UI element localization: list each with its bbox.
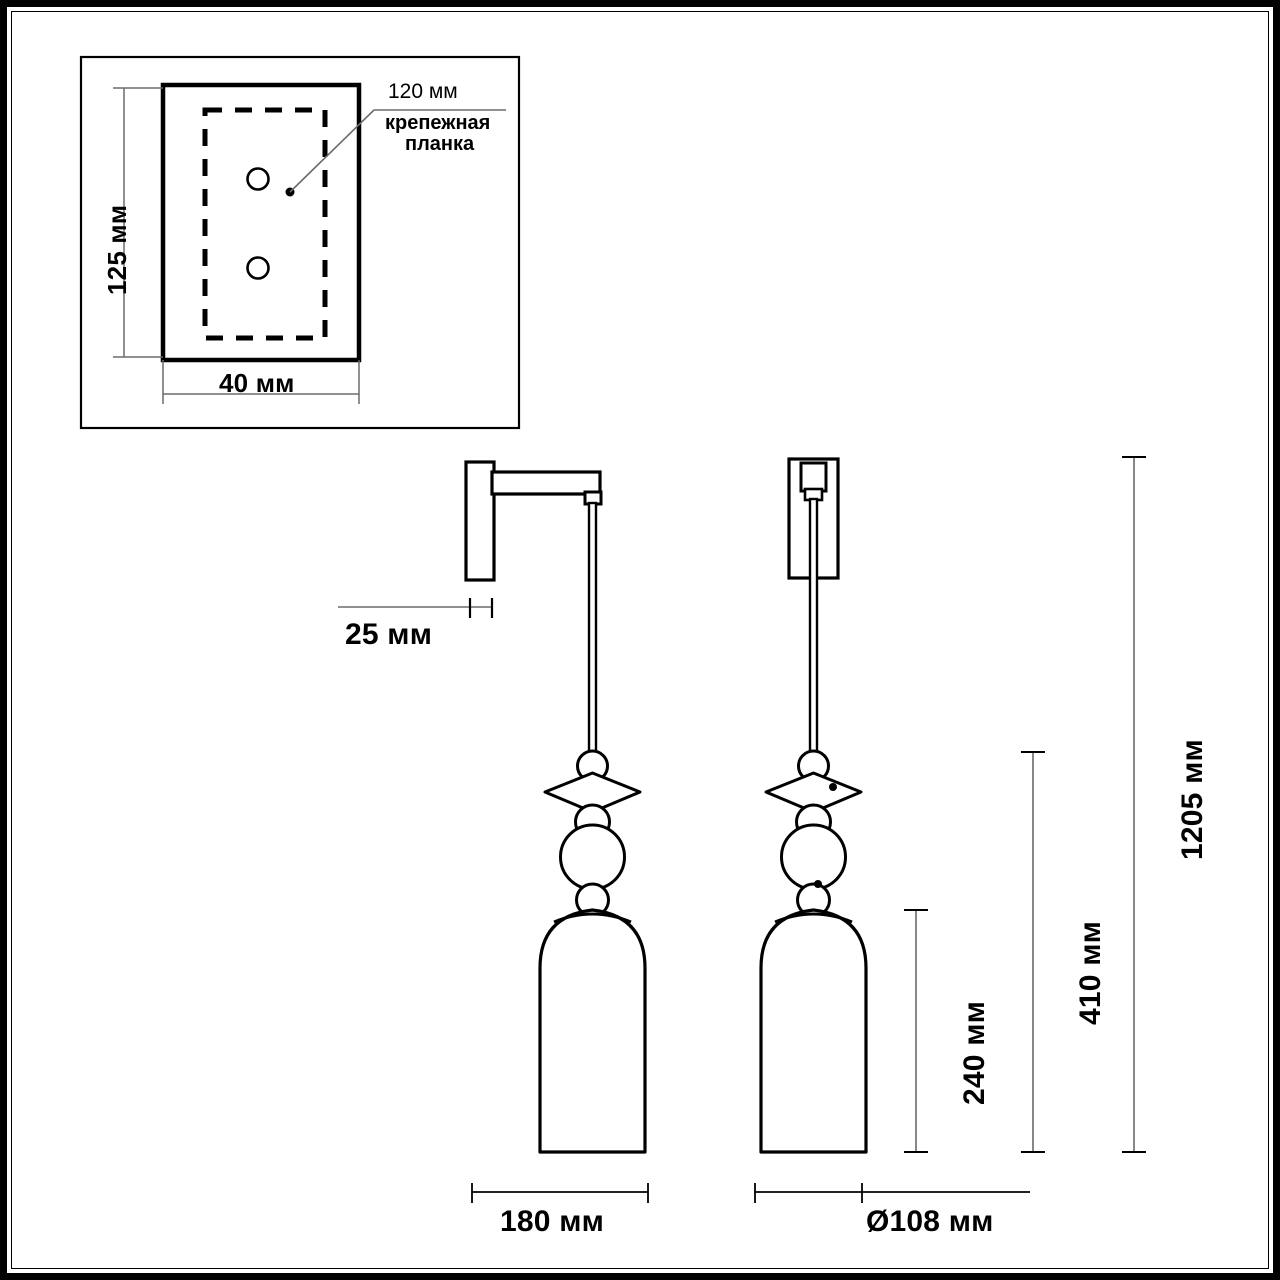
front-view-group xyxy=(754,457,1030,1203)
front-view-suspension-rod xyxy=(808,497,819,763)
side-view-shade-collar xyxy=(553,912,632,924)
side-view-shade xyxy=(538,908,647,1154)
dim-label-240: 240 мм xyxy=(958,1001,991,1105)
vertical-dimensions-group xyxy=(904,456,1146,1153)
front-view-bead-large xyxy=(780,823,847,891)
front-view-shade xyxy=(759,908,868,1154)
detail-panel-box xyxy=(79,55,521,430)
front-view-shade-collar xyxy=(774,912,853,924)
side-view-wall-plate xyxy=(464,460,496,582)
side-view-arm xyxy=(490,470,602,496)
front-view-anchor-dot-lower xyxy=(814,880,822,888)
front-view-anchor-dot-upper xyxy=(829,783,837,791)
dim-label-108: Ø108 мм xyxy=(866,1205,994,1238)
dim-label-1205: 1205 мм xyxy=(1176,739,1209,860)
mounting-plate-detail-group xyxy=(79,55,521,430)
callout-label-line2: планка xyxy=(405,133,475,155)
dim-label-40: 40 мм xyxy=(219,368,295,398)
callout-dimension-120: 120 мм xyxy=(388,80,458,103)
side-view-group xyxy=(338,460,649,1203)
dim-label-180: 180 мм xyxy=(500,1205,604,1238)
mounting-hole-lower xyxy=(246,256,270,280)
mounting-plate-dashed-rect xyxy=(202,107,328,341)
side-view-suspension-rod xyxy=(587,501,598,763)
inner-border xyxy=(11,11,1269,1269)
front-view-connector-box xyxy=(799,461,828,493)
callout-leader-line xyxy=(289,109,375,193)
callout-label-line1: крепежная xyxy=(385,112,491,134)
mounting-hole-upper xyxy=(246,167,270,191)
dim-label-25: 25 мм xyxy=(345,618,433,651)
mounting-plate-outline xyxy=(160,82,362,363)
dim-label-410: 410 мм xyxy=(1074,921,1107,1025)
dim-label-125: 125 мм xyxy=(102,204,132,295)
side-view-bead-large xyxy=(559,823,626,891)
